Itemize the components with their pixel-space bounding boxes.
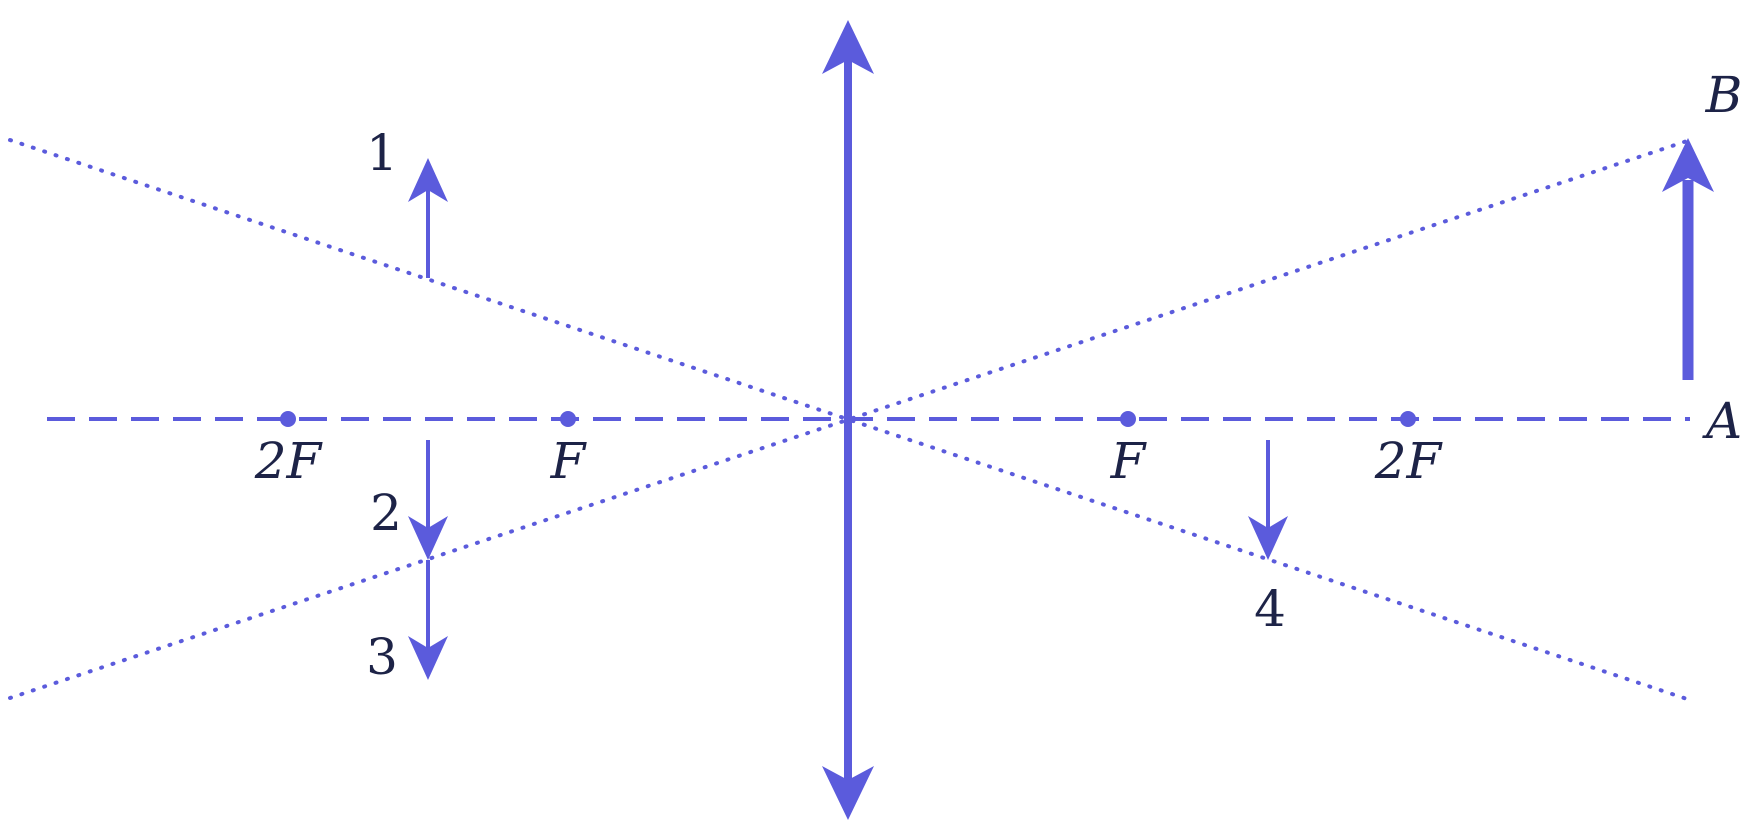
arrow-4-head [1248, 516, 1288, 560]
label-right-2f: 2F [1374, 432, 1444, 490]
converging-lens [822, 20, 874, 820]
label-left-2f: 2F [254, 432, 324, 490]
label-right-f: F [1110, 432, 1148, 490]
label-1: 1 [366, 124, 398, 182]
candidate-arrow-1 [408, 158, 448, 278]
ray-lower-left-to-upper-right [8, 138, 1692, 700]
point-right-f [1120, 411, 1136, 427]
point-right-2f [1400, 411, 1416, 427]
label-left-f: F [550, 432, 588, 490]
label-3: 3 [366, 628, 398, 686]
ray-upper-left-to-lower-right [8, 138, 1692, 702]
arrow-3-head [408, 636, 448, 680]
arrow-2-head [408, 516, 448, 560]
label-4: 4 [1254, 580, 1286, 638]
candidate-arrow-4 [1248, 440, 1288, 560]
object-arrowhead [1662, 138, 1714, 192]
lens-bottom-arrowhead [822, 766, 874, 820]
label-2: 2 [370, 484, 402, 542]
label-a: A [1702, 392, 1742, 450]
candidate-arrow-3 [408, 560, 448, 680]
candidate-arrow-2 [408, 440, 448, 560]
lens-top-arrowhead [822, 20, 874, 74]
point-left-f [560, 411, 576, 427]
point-left-2f [280, 411, 296, 427]
label-b: B [1705, 66, 1743, 124]
object-arrow-ab [1662, 138, 1714, 380]
arrow-1-head [408, 158, 448, 202]
